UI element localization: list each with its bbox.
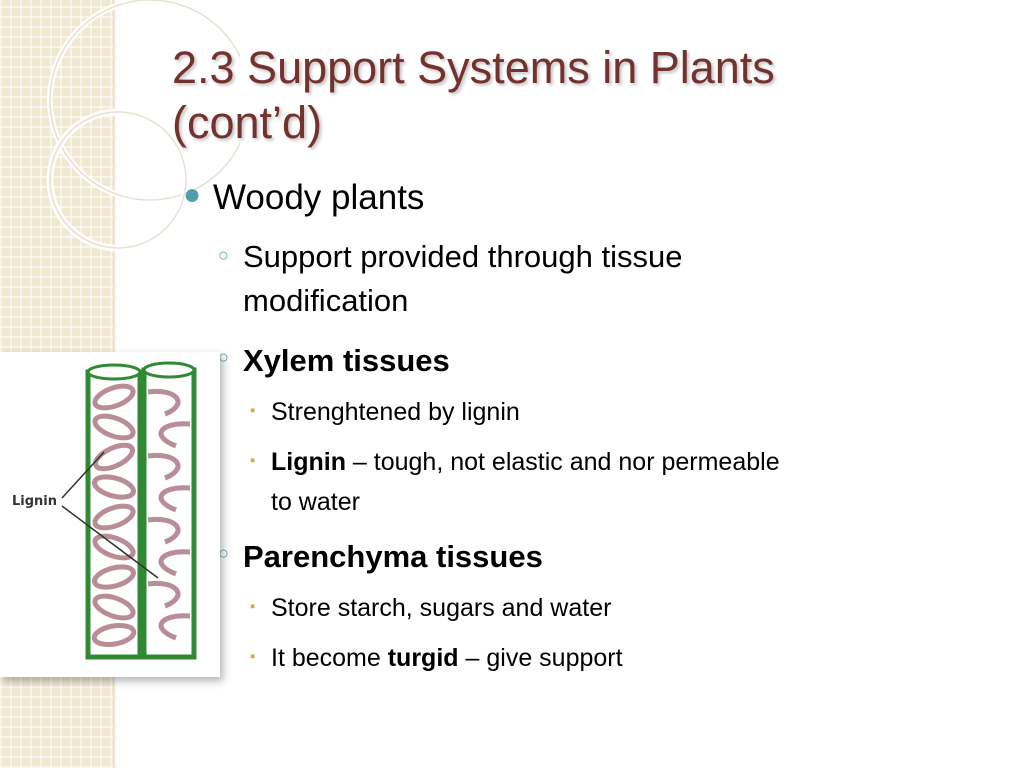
- xylem-figure: [0, 352, 220, 677]
- bullet-ring-icon: ○: [218, 245, 229, 265]
- list-item-woody-plants: Woody plants: [213, 178, 425, 217]
- lignin-definition-line-1: – tough, not elastic and nor permeable: [345, 448, 780, 476]
- bullet-dot-icon: ●: [183, 178, 202, 211]
- support-line-2: modification: [243, 283, 409, 318]
- slide-title: 2.3 Support Systems in Plants (cont’d): [172, 40, 932, 150]
- decorative-circles: [46, 0, 240, 252]
- list-item-lignin: Lignin – tough, not elastic and nor perm…: [271, 442, 780, 522]
- title-line-1: 2.3 Support Systems in Plants: [172, 42, 775, 93]
- list-item-strengthened: Strenghtened by lignin: [271, 398, 520, 426]
- xylem-vessel-diagram-icon: [61, 361, 197, 660]
- title-line-2: (cont’d): [172, 97, 323, 148]
- turgid-suffix: – give support: [458, 644, 623, 672]
- lignin-label: Lignin: [12, 494, 58, 509]
- turgid-prefix: It become: [271, 644, 388, 672]
- list-item-store: Store starch, sugars and water: [271, 594, 612, 622]
- bullet-ring-icon: ○: [218, 543, 229, 563]
- bullet-square-icon: ▪: [250, 402, 256, 419]
- turgid-term: turgid: [387, 644, 459, 672]
- bullet-ring-icon: ○: [218, 347, 229, 367]
- lignin-term: Lignin: [271, 448, 346, 476]
- list-item-support: Support provided through tissue modifica…: [243, 235, 682, 323]
- lignin-definition-line-2: to water: [271, 488, 360, 516]
- bullet-square-icon: ▪: [250, 452, 256, 469]
- list-item-turgid: It become turgid – give support: [271, 638, 623, 678]
- support-line-1: Support provided through tissue: [243, 239, 683, 274]
- bullet-square-icon: ▪: [250, 598, 256, 615]
- list-item-parenchyma-tissues: Parenchyma tissues: [243, 539, 543, 574]
- bullet-square-icon: ▪: [250, 648, 256, 665]
- list-item-xylem-tissues: Xylem tissues: [243, 343, 450, 378]
